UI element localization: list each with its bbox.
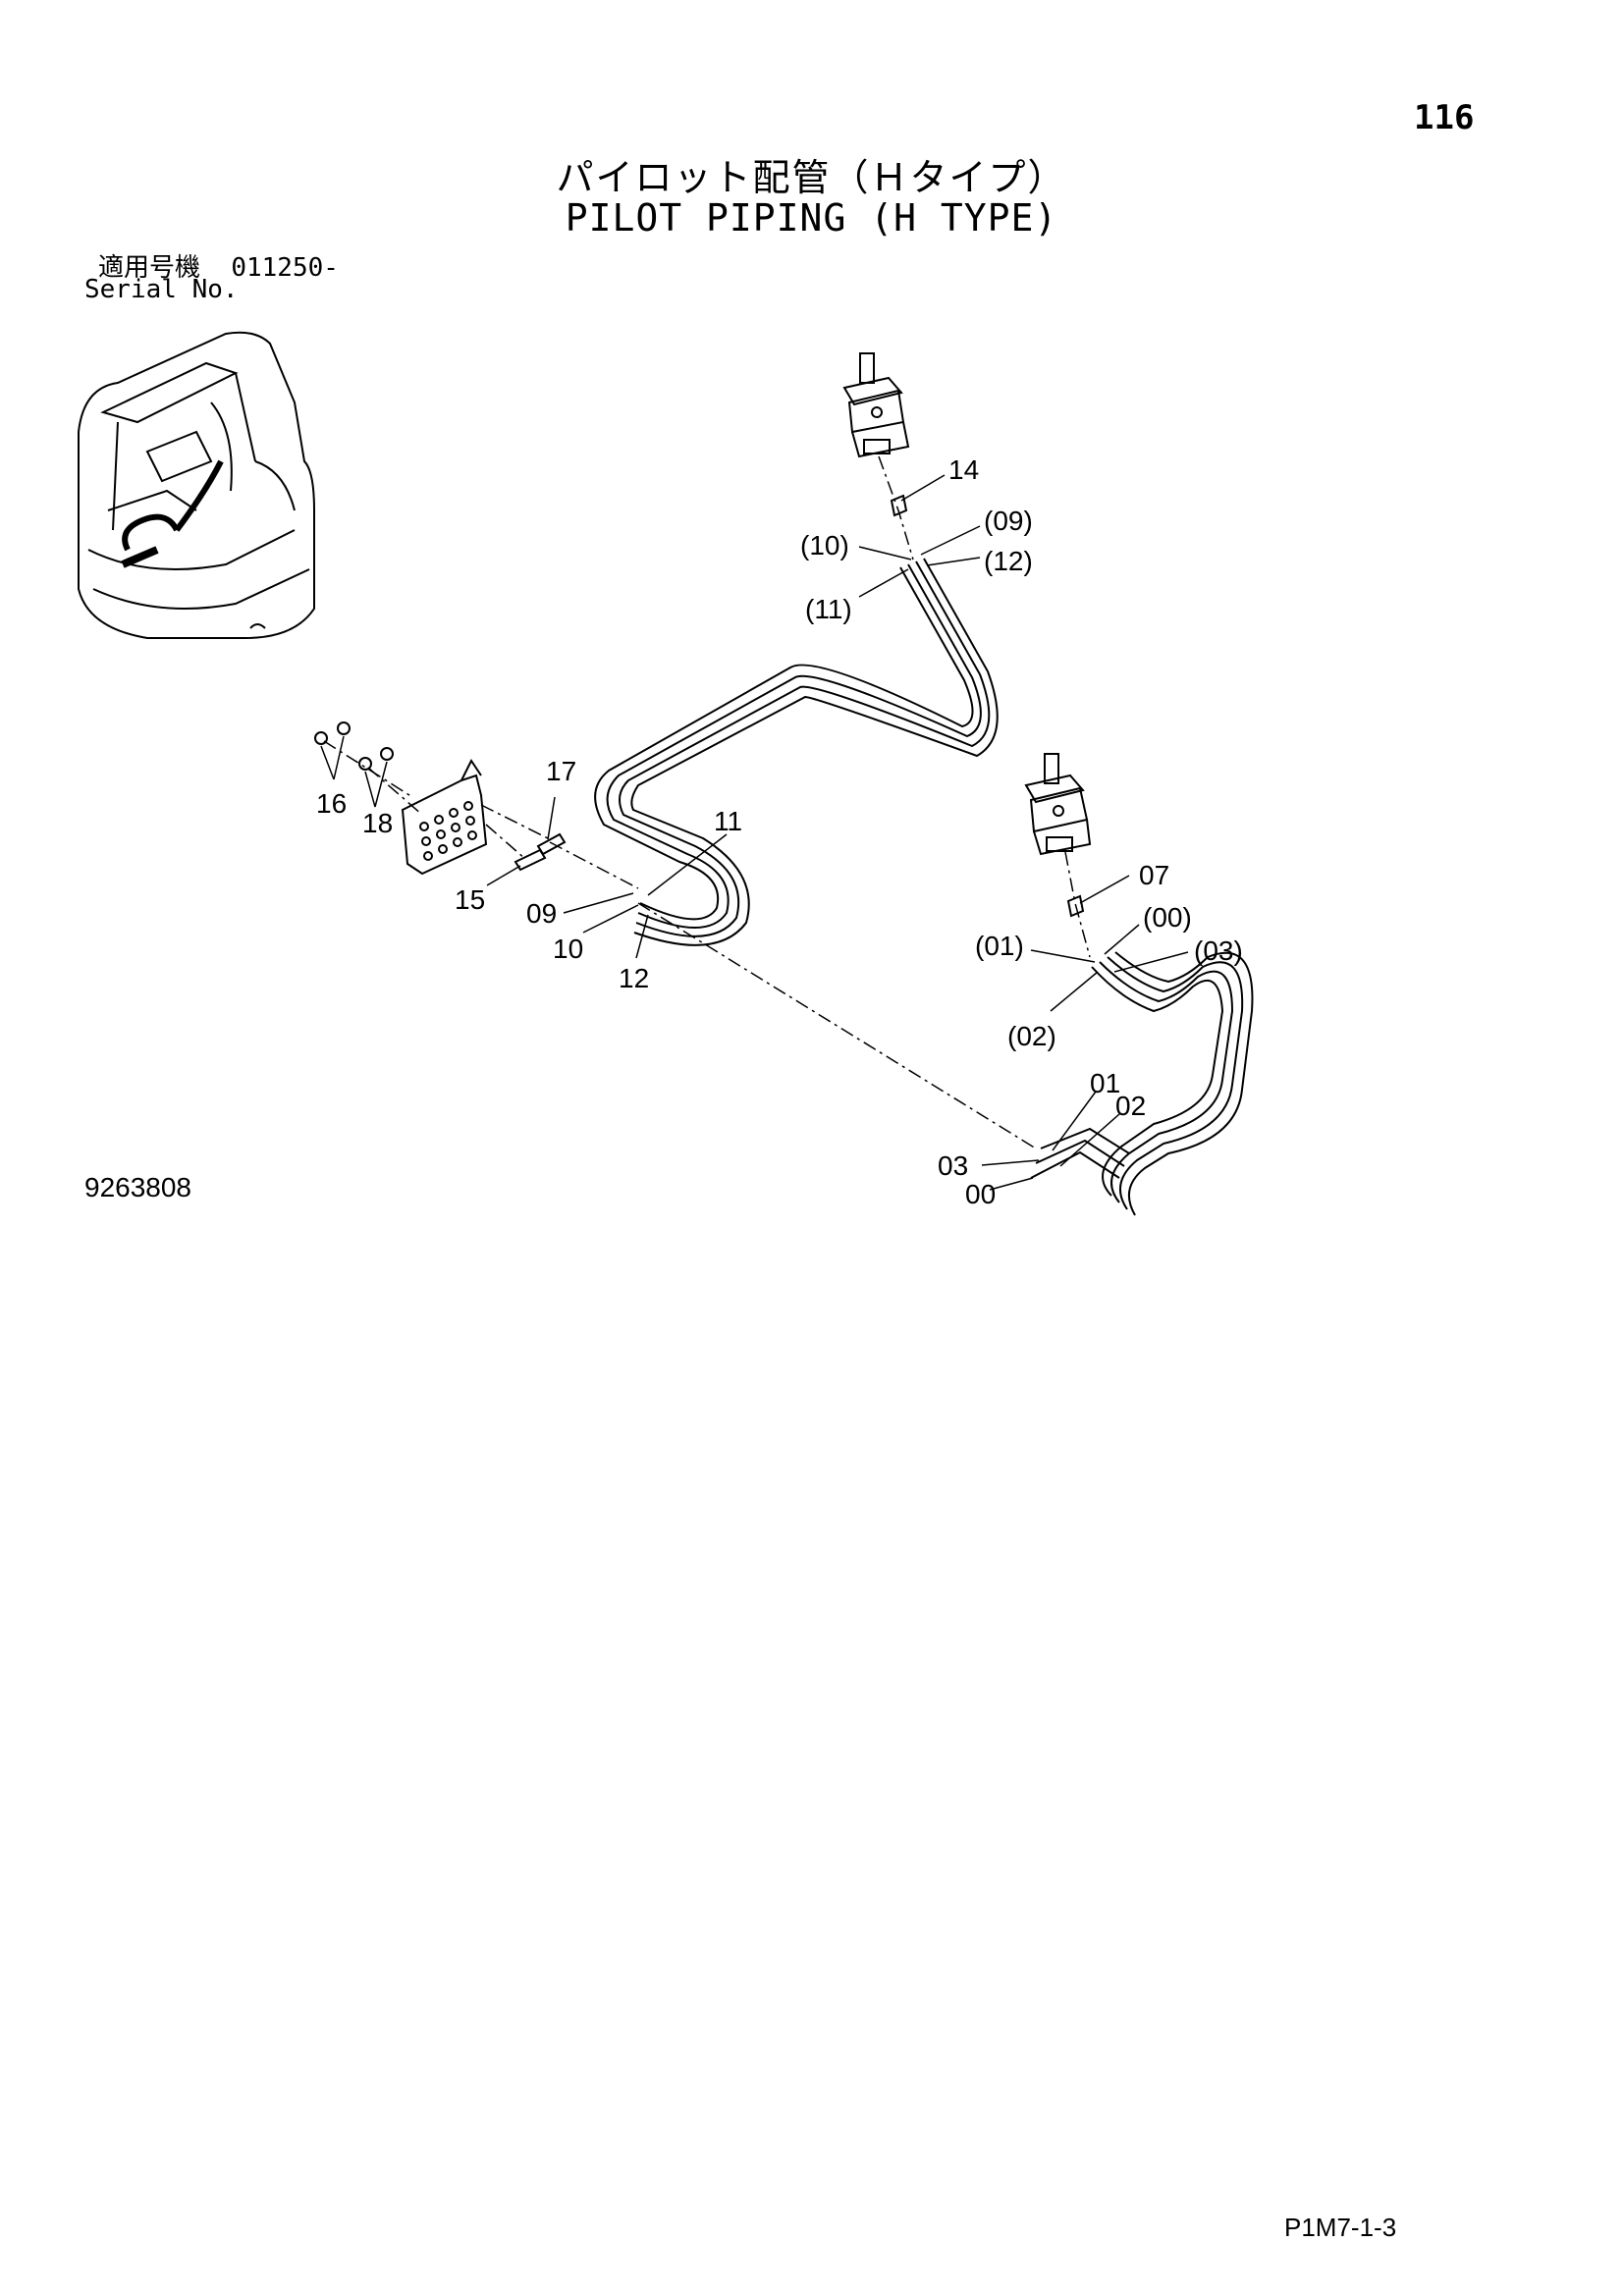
- page-reference: P1M7-1-3: [1284, 2213, 1397, 2242]
- fitting-07: [1066, 894, 1085, 918]
- callout-01-ref: (01): [975, 931, 1024, 961]
- callout-17: 17: [546, 756, 576, 786]
- hose-bundle-lower: [1030, 951, 1254, 1216]
- connector-17: [536, 832, 567, 856]
- callout-11-ref: (11): [805, 594, 852, 624]
- callout-09-ref: (09): [984, 506, 1033, 536]
- fitting-14: [890, 494, 908, 517]
- page-title-japanese: パイロット配管（Ｈタイプ）: [556, 156, 1067, 199]
- upper-pilot-valve: [842, 352, 910, 458]
- nuts-and-washers: [314, 721, 394, 771]
- callout-09: 09: [526, 898, 557, 929]
- machine-cab-illustration: [78, 331, 315, 639]
- callout-01: 01: [1090, 1068, 1120, 1098]
- serial-label-japanese: 適用号機: [98, 253, 201, 283]
- callout-12: 12: [619, 963, 649, 993]
- serial-range: 011250-: [231, 253, 339, 283]
- assembly-leader-dashed: [323, 455, 1091, 1149]
- lower-pilot-valve: [1024, 753, 1092, 856]
- hose-bundle-upper: [594, 558, 999, 946]
- page-title-english: PILOT PIPING (H TYPE): [565, 196, 1058, 240]
- callout-03: 03: [938, 1150, 968, 1181]
- callout-15: 15: [455, 884, 485, 915]
- callout-12-ref: (12): [984, 546, 1033, 576]
- callout-02-ref: (02): [1007, 1021, 1056, 1051]
- callout-18: 18: [362, 808, 393, 838]
- callout-10-ref: (10): [800, 530, 849, 561]
- serial-range-line: 適用号機 011250-: [98, 247, 339, 284]
- callout-03-ref: (03): [1194, 935, 1243, 966]
- callout-00-ref: (00): [1143, 902, 1192, 933]
- callout-00: 00: [965, 1179, 996, 1209]
- callout-14: 14: [948, 454, 979, 485]
- callout-16: 16: [316, 788, 347, 819]
- callout-07: 07: [1139, 860, 1169, 890]
- callout-leader-lines: [320, 474, 1189, 1191]
- callout-10: 10: [553, 934, 583, 964]
- page-number: 116: [1414, 98, 1475, 137]
- serial-label-english: Serial No.: [84, 275, 239, 304]
- mounting-bracket: [401, 759, 488, 876]
- callout-11: 11: [714, 806, 742, 836]
- callout-02: 02: [1115, 1091, 1146, 1121]
- drawing-number: 9263808: [84, 1172, 192, 1202]
